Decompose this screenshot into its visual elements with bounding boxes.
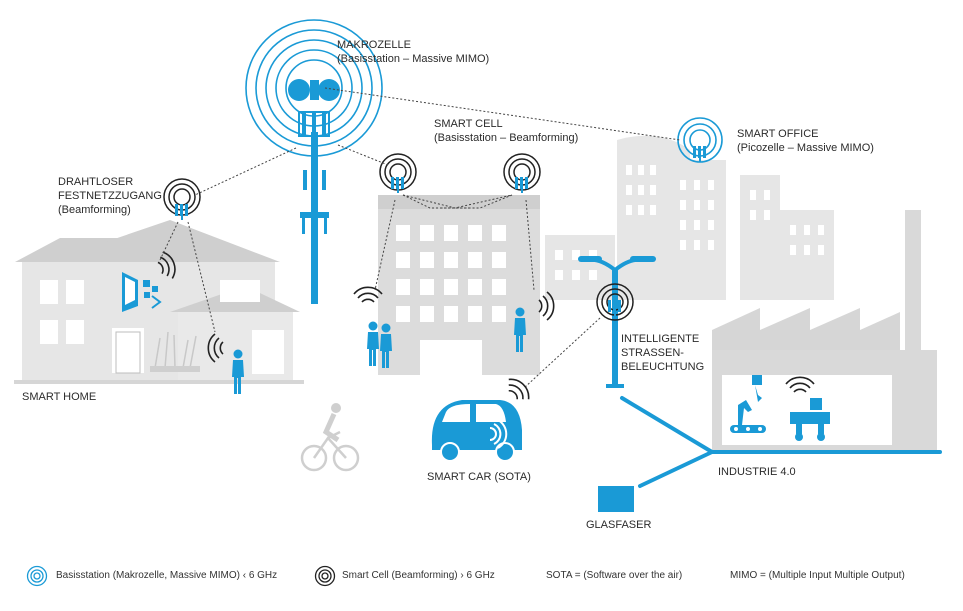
label-line: SMART HOME	[22, 391, 97, 403]
smart-home-label: SMART HOME	[22, 390, 96, 404]
skyline-windows	[555, 165, 824, 280]
smart-cell-antenna	[175, 204, 188, 220]
smart-home-device-icon	[122, 272, 162, 312]
label-line: DRAHTLOSER	[58, 176, 134, 188]
smart-cell-antenna	[515, 177, 528, 193]
label-line: MAKROZELLE	[337, 39, 411, 51]
label-line: STRASSEN-	[621, 347, 684, 359]
bicycle-icon	[300, 403, 360, 472]
streetlight-icon	[578, 256, 656, 388]
label-line: INTELLIGENTE	[621, 333, 700, 345]
wifi-signal-icon	[353, 286, 383, 303]
office-building	[378, 195, 540, 375]
smart-car-label: SMART CAR (SOTA)	[427, 470, 531, 484]
legend-smart-cell: Smart Cell (Beamforming) › 6 GHz	[342, 570, 495, 581]
connection-lines	[159, 87, 681, 389]
label-line: SMART OFFICE	[737, 128, 819, 140]
smart-cell-icon	[314, 565, 336, 587]
industrie-label: INDUSTRIE 4.0	[718, 465, 796, 479]
label-line: BELEUCHTUNG	[621, 361, 705, 373]
label-line: (Basisstation – Massive MIMO)	[337, 53, 490, 65]
smart-home-house	[14, 220, 304, 384]
label-line: (Beamforming)	[58, 204, 131, 216]
legend-sota: SOTA = (Software over the air)	[546, 570, 683, 581]
fiber-box-icon	[598, 486, 634, 512]
macro-cell-tower	[288, 79, 340, 304]
pico-cell-antenna	[693, 146, 706, 162]
legend-basisstation: Basisstation (Makrozelle, Massive MIMO) …	[56, 570, 278, 581]
person-icon	[367, 321, 379, 366]
label-line: INDUSTRIE 4.0	[718, 466, 796, 478]
label-line: SMART CAR (SOTA)	[427, 471, 531, 483]
label-line: SMART CELL	[434, 118, 503, 130]
glasfaser-label: GLASFASER	[586, 518, 651, 532]
label-line: (Picozelle – Massive MIMO)	[737, 142, 874, 154]
robot-icon	[730, 375, 830, 441]
fiber-lines	[620, 396, 942, 488]
drahtloser-label: DRAHTLOSER FESTNETZZUGANG (Beamforming)	[58, 175, 162, 217]
legend-mimo: MIMO = (Multiple Input Multiple Output)	[730, 570, 905, 581]
label-line: (Basisstation – Beamforming)	[434, 132, 579, 144]
smart-office-label: SMART OFFICE (Picozelle – Massive MIMO)	[737, 127, 874, 155]
intelligente-label: INTELLIGENTE STRASSEN- BELEUCHTUNG	[621, 332, 704, 374]
makrozelle-label: MAKROZELLE (Basisstation – Massive MIMO)	[337, 38, 489, 66]
smart-cell-antenna	[391, 177, 404, 193]
macro-cell-icon	[26, 565, 48, 587]
legend: Basisstation (Makrozelle, Massive MIMO) …	[0, 565, 963, 591]
label-line: FESTNETZZUGANG	[58, 190, 162, 202]
city-skyline	[545, 135, 834, 300]
wifi-signal-icon	[502, 373, 535, 406]
car-icon	[431, 400, 522, 462]
smart-cell-label: SMART CELL (Basisstation – Beamforming)	[434, 117, 578, 145]
macro-cell-icon	[245, 19, 383, 157]
label-line: GLASFASER	[586, 519, 652, 531]
